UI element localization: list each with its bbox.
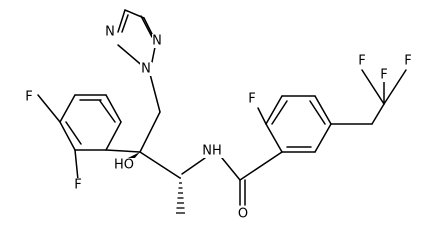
atom-label-f: F xyxy=(404,54,411,69)
atom-label-f: F xyxy=(358,54,365,69)
bond xyxy=(105,121,122,151)
bond xyxy=(239,151,283,181)
atom-label-f: F xyxy=(74,178,81,193)
molecule-structure: N N N F F HO NH O F F F F xyxy=(22,9,413,222)
atom-label-f: F xyxy=(248,92,255,107)
triazole-ring xyxy=(117,9,157,69)
bond xyxy=(221,157,241,181)
bond xyxy=(149,73,161,113)
bond xyxy=(124,9,145,19)
backbone-bonds xyxy=(105,73,283,206)
bond xyxy=(74,149,79,181)
benzamide-ring xyxy=(257,95,373,153)
atom-label-carbonyl-o: O xyxy=(238,207,248,222)
bond xyxy=(181,157,206,175)
bond xyxy=(99,100,116,123)
bond xyxy=(361,69,385,105)
atom-label-f: F xyxy=(380,68,387,83)
bond xyxy=(37,94,61,123)
bond xyxy=(265,123,283,153)
bond xyxy=(257,107,267,125)
bond xyxy=(314,123,332,153)
atom-label-n: N xyxy=(105,25,115,40)
bond xyxy=(314,95,332,125)
atom-label-n: N xyxy=(141,62,151,77)
atom-labels: N N N F F HO NH O F F F F xyxy=(22,25,413,222)
atom-label-f: F xyxy=(25,90,32,105)
atom-label-amide-nh: NH xyxy=(202,144,222,159)
bond xyxy=(59,121,76,151)
structure-canvas: N N N F F HO NH O F F F F xyxy=(22,9,413,222)
bond xyxy=(139,151,181,179)
bond xyxy=(121,14,129,33)
bond xyxy=(271,100,288,125)
atom-label-hydroxyl: HO xyxy=(114,158,134,173)
bond xyxy=(59,94,76,123)
bond xyxy=(265,95,283,125)
atom-label-n: N xyxy=(152,34,162,49)
hashed-bond-methyl xyxy=(176,177,185,214)
bond xyxy=(105,94,122,123)
difluorophenyl-ring xyxy=(37,94,122,181)
bond xyxy=(140,15,153,38)
bond xyxy=(309,100,326,125)
bond xyxy=(139,111,161,153)
bond xyxy=(383,69,407,105)
bond xyxy=(105,149,141,153)
bond xyxy=(65,121,82,145)
bond xyxy=(117,9,126,33)
bond xyxy=(371,103,385,125)
